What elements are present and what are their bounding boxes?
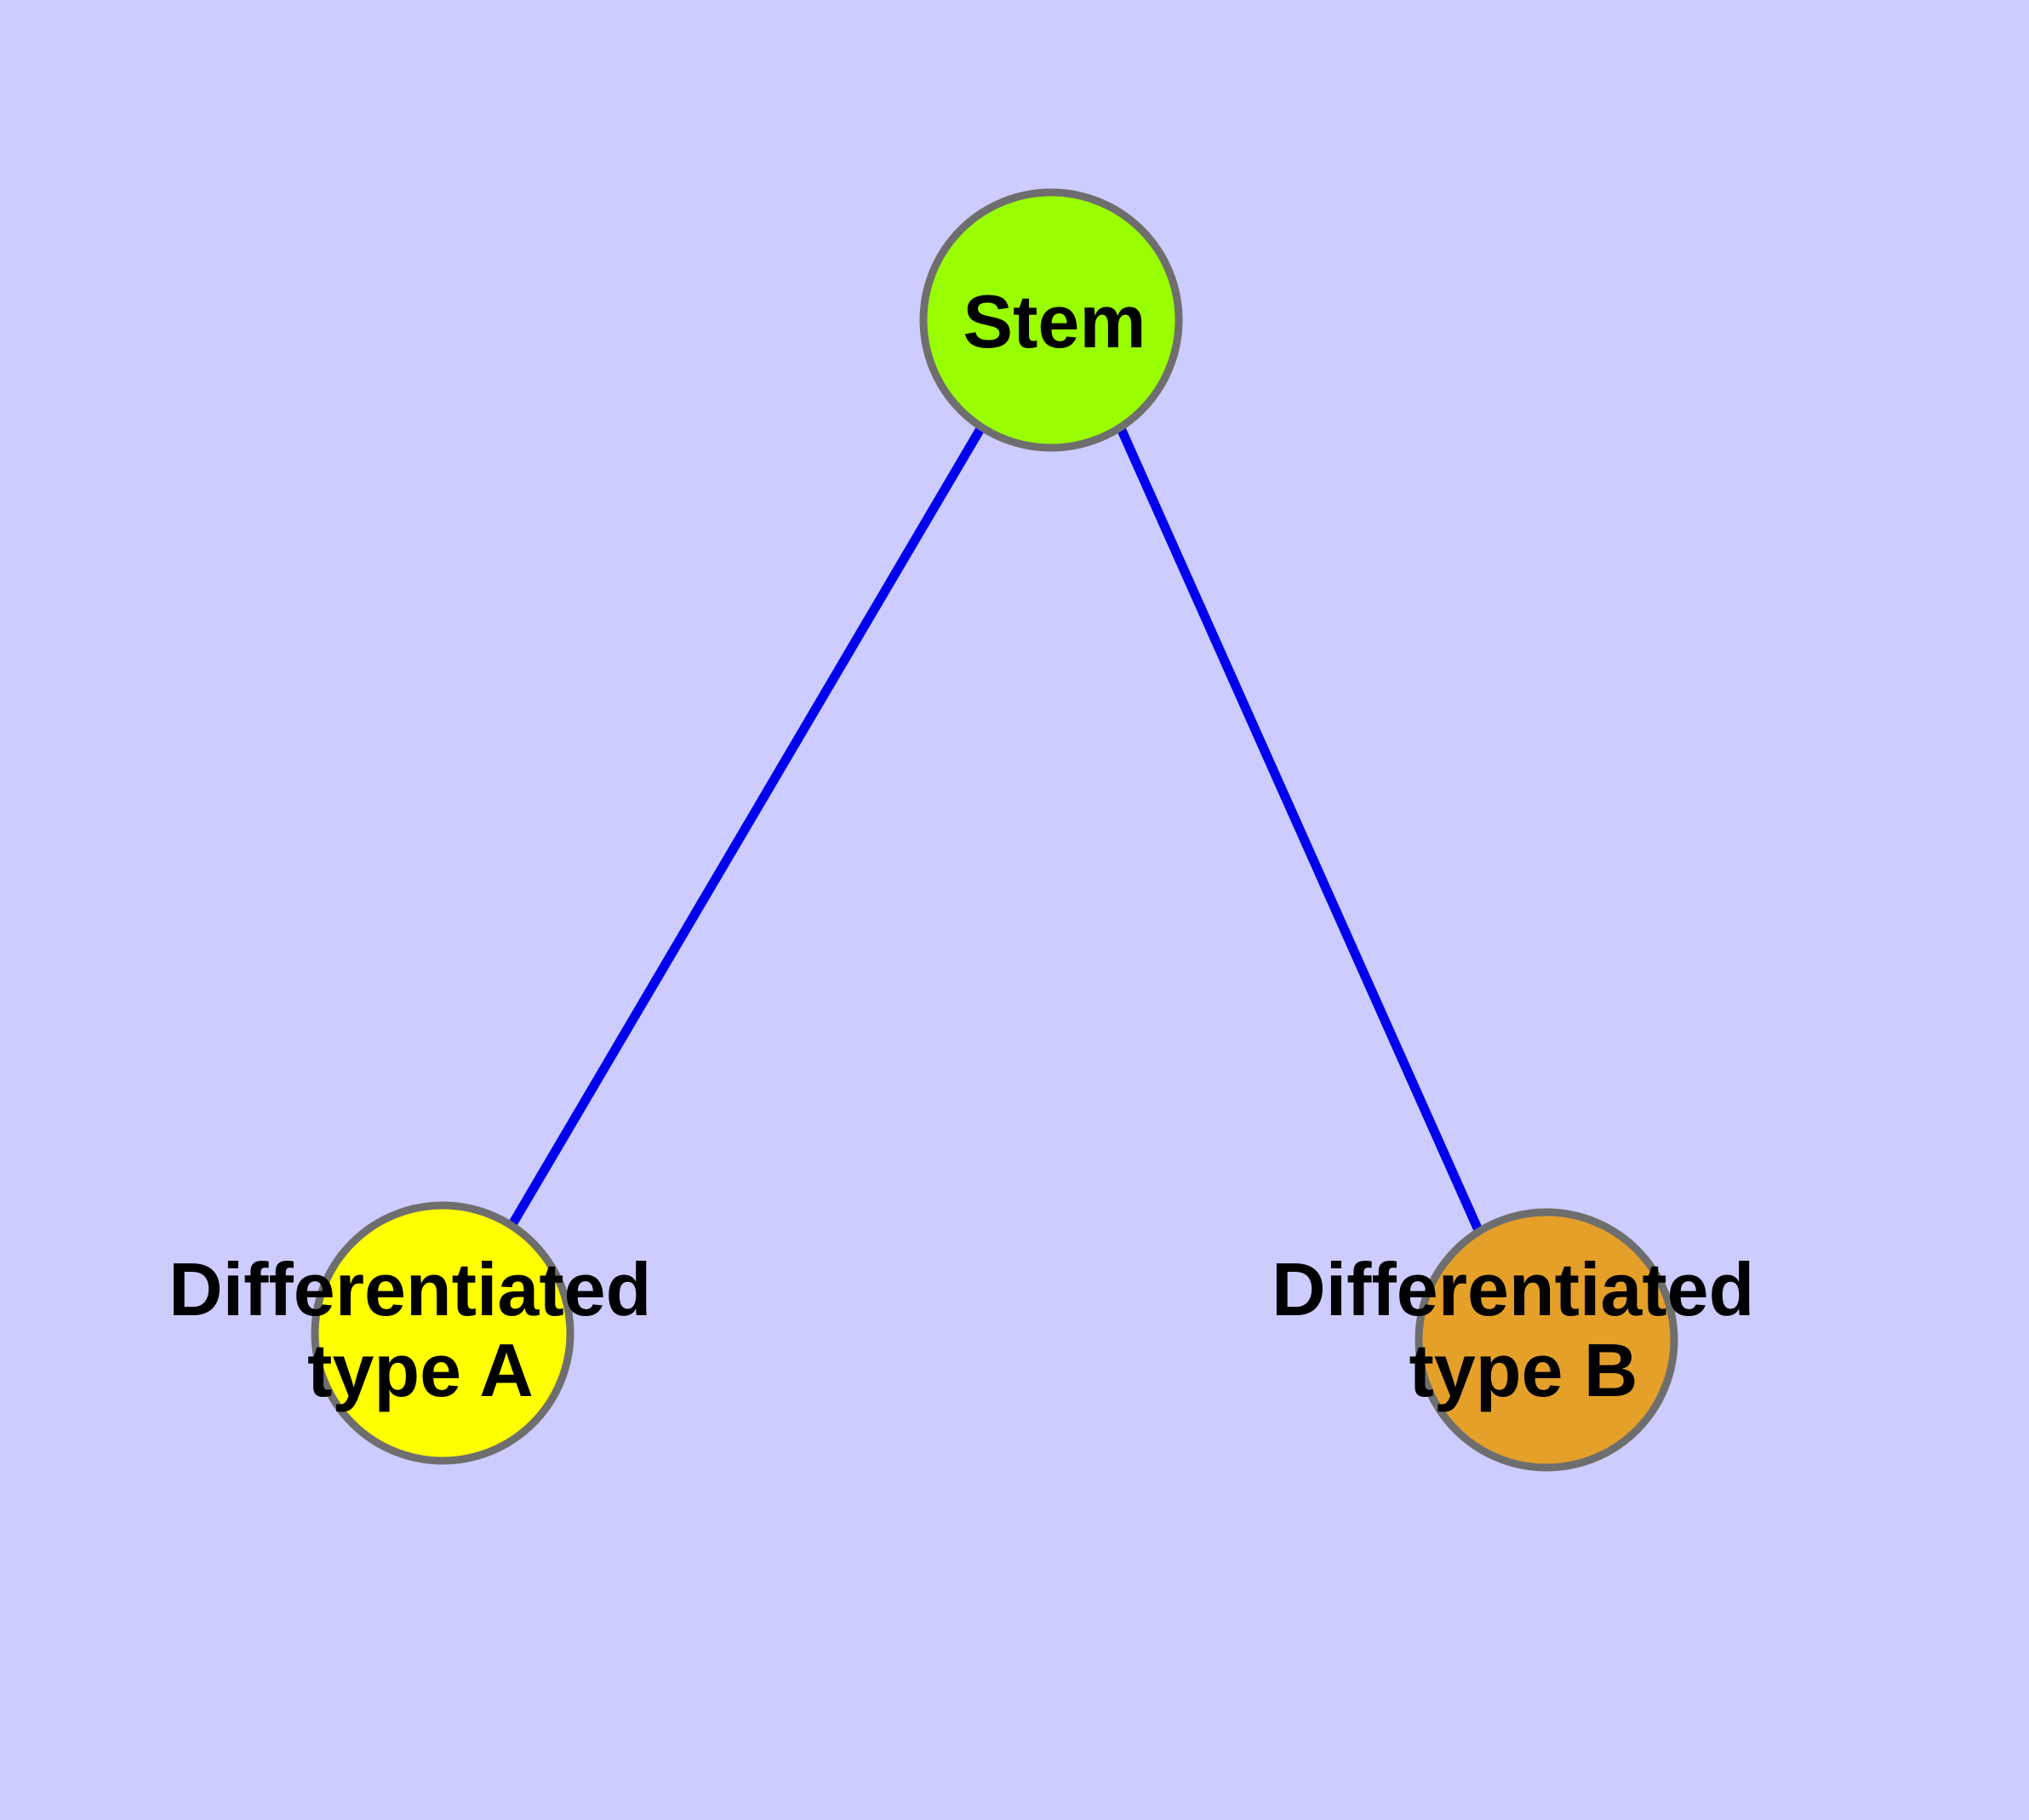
edge-stem-to-diff-b[interactable] (1115, 424, 1483, 1233)
node-differentiated-type-b[interactable] (1415, 1208, 1678, 1472)
node-layer (311, 188, 1678, 1472)
node-stem[interactable] (919, 188, 1183, 452)
node-differentiated-type-a-label-line2: type A (307, 1328, 534, 1412)
node-differentiated-type-a[interactable] (311, 1201, 574, 1465)
node-differentiated-type-b-label-line2: type B (1409, 1328, 1638, 1412)
node-differentiated-type-a-label-line1: Differentiated (169, 1247, 651, 1331)
node-stem-label-line1: Stem (963, 279, 1146, 363)
edge-layer (507, 424, 1483, 1233)
node-differentiated-type-a-label: Differentiated type A (169, 1247, 672, 1412)
node-stem-label: Stem (963, 279, 1146, 363)
node-differentiated-type-b-label: Differentiated type B (1272, 1247, 1775, 1412)
edge-stem-to-diff-a[interactable] (507, 425, 986, 1228)
node-differentiated-type-b-label-line1: Differentiated (1272, 1247, 1754, 1331)
label-layer: Stem Differentiated type A Differentiate… (169, 279, 1775, 1412)
